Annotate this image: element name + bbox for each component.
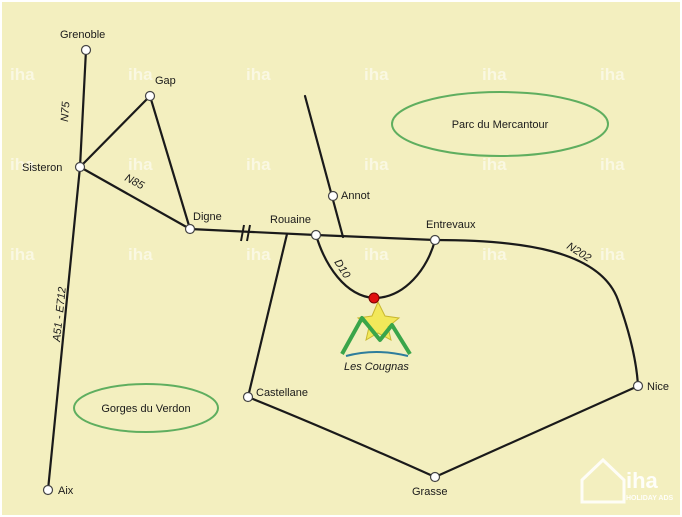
watermark-text: iha — [364, 245, 389, 264]
iha-logo-text: iha — [626, 468, 659, 493]
mercantour-outline — [391, 91, 609, 157]
watermark-text: iha — [128, 155, 153, 174]
road-annot — [303, 94, 345, 239]
towns: Grenoble Gap Sisteron Digne Annot Rouain… — [22, 29, 669, 498]
iha-logo: iha HOLIDAY ADS — [580, 457, 674, 504]
mountain-icon — [340, 316, 412, 356]
road-label-n75: N75 — [59, 100, 72, 122]
town-label-castellane: Castellane — [256, 387, 308, 399]
watermark-text: iha — [246, 65, 271, 84]
town-marker-aix — [42, 484, 54, 496]
road-n202 — [433, 238, 640, 388]
road-gap-digne — [148, 94, 192, 231]
town-label-grenoble: Grenoble — [60, 29, 105, 41]
town-label-rouaine: Rouaine — [270, 214, 311, 226]
town-marker-sisteron — [74, 161, 86, 173]
les-cougnas-label: Les Cougnas — [344, 361, 409, 373]
watermark-text: iha — [364, 65, 389, 84]
road-a51 — [46, 165, 82, 492]
iha-logo-subtext: HOLIDAY ADS — [626, 495, 674, 502]
town-label-annot: Annot — [341, 190, 370, 202]
town-label-digne: Digne — [193, 211, 222, 223]
town-marker-entrevaux — [429, 234, 441, 246]
river-icon — [345, 351, 409, 357]
road-sisteron-gap — [78, 94, 152, 169]
watermark-text: iha — [600, 155, 625, 174]
watermark-text: iha — [10, 155, 35, 174]
town-marker-grasse — [429, 471, 441, 483]
town-marker-castellane — [242, 391, 254, 403]
watermark-text: iha — [600, 245, 625, 264]
town-marker-annot — [327, 190, 339, 202]
town-label-gap: Gap — [155, 75, 176, 87]
town-label-aix: Aix — [58, 485, 74, 497]
town-marker-rouaine — [310, 229, 322, 241]
road-n75 — [78, 48, 88, 169]
house-icon — [580, 457, 626, 504]
watermark-text: iha — [246, 155, 271, 174]
watermark-text: iha — [482, 155, 507, 174]
les-cougnas-logo: Les Cougnas — [340, 300, 412, 373]
town-marker-nice — [632, 380, 644, 392]
town-marker-grenoble — [80, 44, 92, 56]
road-rouaine-entrevaux — [314, 233, 437, 242]
watermark-text: iha — [128, 245, 153, 264]
watermark-text: iha — [482, 245, 507, 264]
road-n85 — [78, 165, 192, 231]
town-marker-gap — [144, 90, 156, 102]
town-marker-digne — [184, 223, 196, 235]
watermark-text: iha — [482, 65, 507, 84]
location-pin-icon — [368, 292, 380, 304]
watermark-text: iha — [128, 65, 153, 84]
road-grasse-nice — [433, 384, 640, 479]
verdon-label: Gorges du Verdon — [101, 403, 190, 415]
roads — [46, 48, 640, 492]
town-label-sisteron: Sisteron — [22, 162, 62, 174]
road-tick — [240, 224, 245, 242]
watermark-text: iha — [364, 155, 389, 174]
watermark-text: iha — [10, 65, 35, 84]
watermark-text: iha — [10, 245, 35, 264]
watermark-text: iha — [246, 245, 271, 264]
town-label-entrevaux: Entrevaux — [426, 219, 476, 231]
road-tick — [246, 224, 251, 242]
town-label-grasse: Grasse — [412, 486, 447, 498]
road-label-a51: A51 - E712 — [51, 286, 69, 343]
town-label-nice: Nice — [647, 381, 669, 393]
road-castellane — [246, 232, 289, 399]
watermark-grid: iha iha iha iha iha iha iha iha iha iha … — [10, 65, 625, 264]
road-castellane-grasse — [246, 395, 437, 479]
watermark-text: iha — [600, 65, 625, 84]
mercantour-label: Parc du Mercantour — [452, 119, 549, 131]
verdon-outline — [73, 383, 219, 433]
road-digne-rouaine — [188, 227, 318, 237]
